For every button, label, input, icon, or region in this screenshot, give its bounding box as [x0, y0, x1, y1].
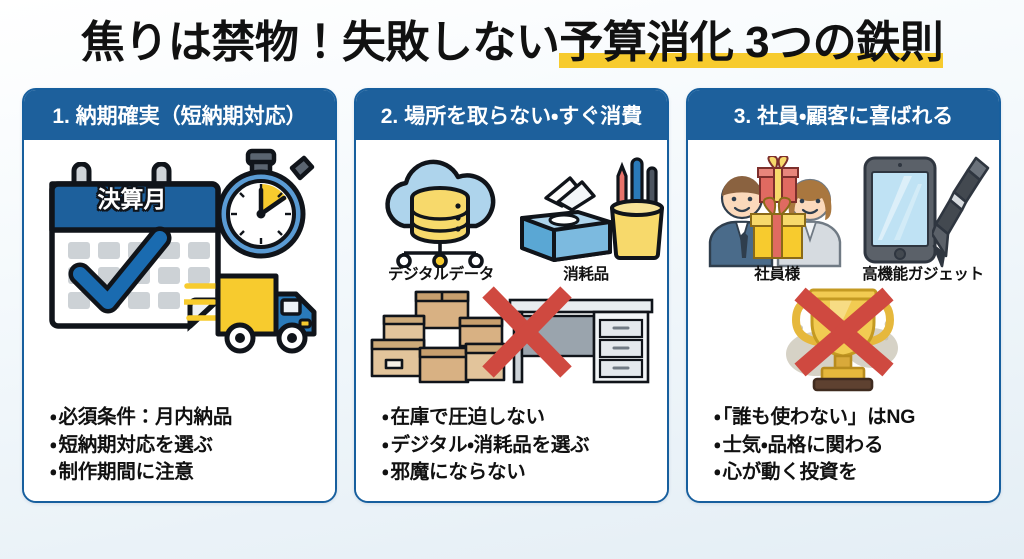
list-item: ・必須条件：月内納品 — [50, 405, 233, 428]
calendar-month-label: 決算月 — [97, 186, 167, 212]
card-1-body: 決算月 — [24, 140, 335, 501]
card-3-artwork: 社員様 — [688, 140, 999, 402]
card-3-header: 3. 社員・顧客に喜ばれる — [688, 90, 999, 140]
card-2-body: デジタルデータ — [356, 140, 667, 501]
list-item: ・心が動く投資を — [714, 461, 858, 484]
card-1-header: 1. 納期確実（短納期対応） — [24, 90, 335, 140]
employees-with-gifts-icon — [708, 156, 842, 268]
card-3-body: 社員様 — [688, 140, 999, 501]
card-1-artwork: 決算月 — [24, 140, 335, 402]
list-item: ・士気・品格に関わる — [714, 433, 884, 456]
pen-icon — [932, 156, 990, 268]
cards-container: 1. 納期確実（短納期対応） — [22, 88, 1002, 503]
card-3-employee-delight: 3. 社員・顧客に喜ばれる — [686, 88, 1001, 503]
list-item: ・デジタル・消耗品を選ぶ — [382, 433, 590, 456]
caption-gadget: 高機能ガジェット — [862, 266, 984, 283]
list-item: ・「誰も使わない」はNG — [714, 405, 916, 428]
checkmark-icon — [68, 226, 172, 314]
card-1-delivery: 1. 納期確実（短納期対応） — [22, 88, 337, 503]
caption-digital-data: デジタルデータ — [387, 266, 495, 283]
caption-employees: 社員様 — [754, 266, 800, 283]
card-3-bullets: ・「誰も使わない」はNG ・士気・品格に関わる ・心が動く投資を — [688, 402, 999, 501]
tissue-box-icon — [520, 176, 612, 262]
card-2-header-label: 2. 場所を取らない・すぐ消費 — [380, 105, 643, 128]
page-title: 焦りは禁物！失敗しない予算消化 3つの鉄則 — [0, 8, 1024, 78]
pen-cup-icon — [610, 157, 664, 260]
stopwatch-icon — [216, 148, 315, 259]
card-1-bullets: ・必須条件：月内納品 ・短納期対応を選ぶ ・制作期間に注意 — [24, 402, 335, 501]
card-3-header-label: 3. 社員・顧客に喜ばれる — [733, 105, 954, 128]
delivery-truck-icon — [184, 273, 317, 354]
card-2-artwork: デジタルデータ — [356, 140, 667, 402]
tablet-icon — [863, 156, 937, 264]
title-plain-text: 焦りは禁物！失敗しない — [80, 17, 560, 67]
red-x-icon — [794, 287, 894, 377]
card-2-header: 2. 場所を取らない・すぐ消費 — [356, 90, 667, 140]
list-item: ・邪魔にならない — [382, 461, 526, 484]
card-1-header-label: 1. 納期確実（短納期対応） — [52, 105, 307, 128]
caption-consumables: 消耗品 — [563, 266, 609, 283]
list-item: ・制作期間に注意 — [50, 461, 194, 484]
card-2-space-saving: 2. 場所を取らない・すぐ消費 — [354, 88, 669, 503]
red-x-icon — [482, 286, 572, 378]
card-2-bullets: ・在庫で圧迫しない ・デジタル・消耗品を選ぶ ・邪魔にならない — [356, 402, 667, 501]
list-item: ・短納期対応を選ぶ — [50, 433, 213, 456]
title-highlighted-text: 予算消化 3つの鉄則 — [559, 17, 944, 68]
cloud-database-icon — [385, 159, 496, 268]
list-item: ・在庫で圧迫しない — [382, 405, 545, 428]
